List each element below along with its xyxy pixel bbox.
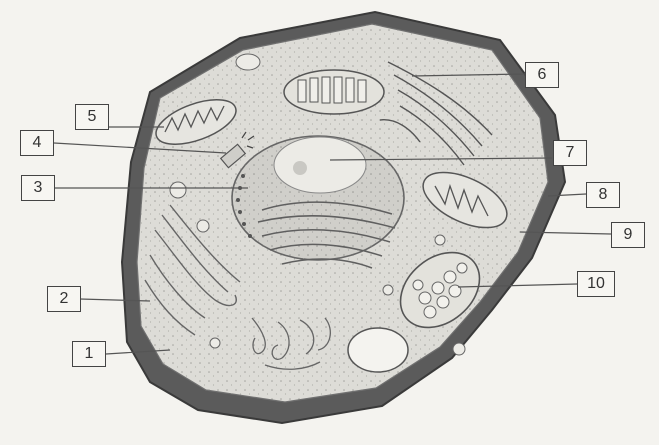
label-7: 7 [553,140,587,166]
label-10: 10 [577,271,615,297]
label-3: 3 [21,175,55,201]
chloroplast-top [284,70,384,114]
label-2: 2 [47,286,81,312]
label-5: 5 [75,104,109,130]
label-1: 1 [72,341,106,367]
label-8: 8 [586,182,620,208]
label-9: 9 [611,222,645,248]
label-6: 6 [525,62,559,88]
label-4: 4 [20,130,54,156]
vacuole [348,328,408,372]
nucleolus [274,137,366,193]
